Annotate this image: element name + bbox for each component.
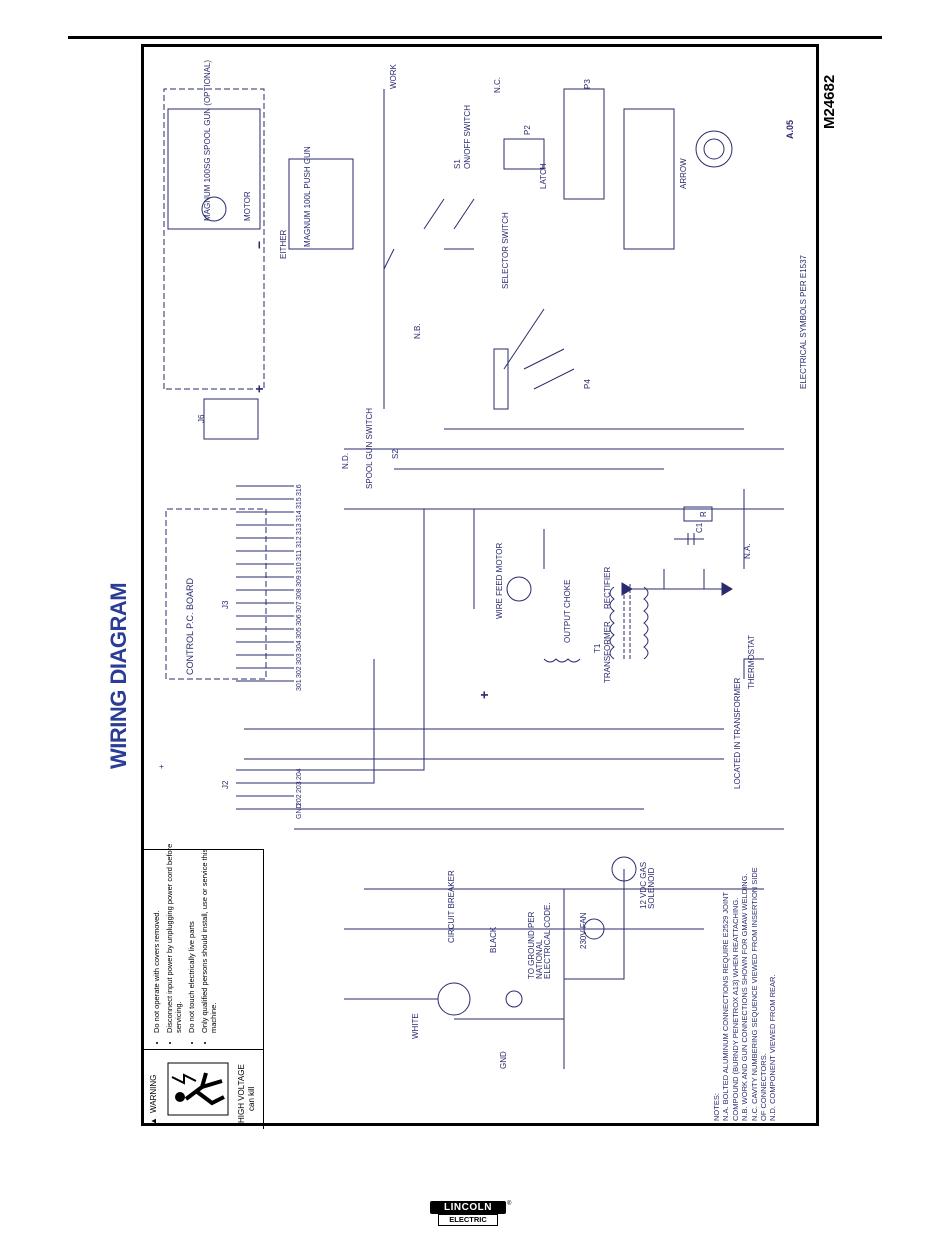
white-label: WHITE bbox=[411, 1013, 420, 1039]
electric-shock-icon bbox=[167, 1062, 229, 1116]
na-label: N.A. bbox=[743, 543, 752, 559]
control-board-label: CONTROL P.C. BOARD bbox=[185, 577, 195, 675]
logo-top: LINCOLN bbox=[430, 1201, 506, 1214]
wire-number: GND bbox=[296, 803, 303, 819]
note-line: NOTES: bbox=[712, 1093, 721, 1121]
p2-label: P2 bbox=[523, 125, 532, 135]
wire-number: 312 bbox=[296, 536, 303, 548]
schematic-lines: + + + − bbox=[157, 88, 784, 1069]
work-label: WORK bbox=[389, 64, 398, 89]
note-line: N.C. CAVITY NUMBERING SEQUENCE VIEWED FR… bbox=[749, 867, 759, 1121]
motor-label: MOTOR bbox=[243, 191, 252, 221]
p4-label: P4 bbox=[583, 379, 592, 389]
wire-number: 307 bbox=[296, 601, 303, 613]
lincoln-electric-logo: LINCOLN ELECTRIC ® bbox=[430, 1201, 512, 1229]
svg-text:+: + bbox=[251, 385, 267, 393]
wire-number: 301 bbox=[296, 679, 303, 691]
warning-box: ▲ WARNING HIGH VOLTAGE can kill Do not o… bbox=[144, 844, 264, 1129]
selector-switch-label: SELECTOR SWITCH bbox=[501, 212, 510, 289]
warning-header: ▲ WARNING HIGH VOLTAGE can kill bbox=[144, 1049, 264, 1129]
wire-number: 310 bbox=[296, 562, 303, 574]
fan-label: 230V FAN bbox=[579, 912, 588, 949]
ground-note: TO GROUND PER NATIONAL ELECTRICAL CODE. bbox=[527, 902, 552, 979]
logo-registered: ® bbox=[507, 1201, 512, 1207]
spool-gun-label: MAGNUM 100SG SPOOL GUN (OPTIONAL) bbox=[203, 59, 212, 221]
r-label: R bbox=[699, 511, 708, 517]
svg-text:+: + bbox=[476, 691, 492, 699]
svg-text:−: − bbox=[251, 241, 267, 249]
p3-label: P3 bbox=[583, 79, 592, 89]
wire-number: 314 bbox=[296, 510, 303, 522]
circuit-breaker-label: CIRCUIT BREAKER bbox=[447, 870, 456, 943]
wire-number: 316 bbox=[296, 484, 303, 496]
page-title: WIRING DIAGRAM bbox=[106, 582, 131, 769]
j3-pins bbox=[236, 485, 294, 682]
j6-label: J6 bbox=[197, 414, 206, 423]
latch-label: LATCH bbox=[539, 163, 548, 189]
j3-label: J3 bbox=[221, 600, 230, 609]
wire-number: 203 bbox=[296, 781, 303, 793]
note-line: N.A. BOLTED ALUMINUM CONNECTIONS REQUIRE… bbox=[721, 891, 731, 1121]
control-board-outline bbox=[165, 508, 267, 680]
black-label: BLACK bbox=[489, 926, 498, 953]
revision-label: A.05 bbox=[785, 119, 795, 139]
rectifier-label: RECTIFIER bbox=[603, 566, 612, 609]
wire-number: 308 bbox=[296, 588, 303, 600]
wire-number: 315 bbox=[296, 497, 303, 509]
gnd-label: GND bbox=[499, 1051, 508, 1069]
wire-number: 204 bbox=[296, 768, 303, 780]
symbols-label: ELECTRICAL SYMBOLS PER E1537 bbox=[799, 255, 808, 389]
transformer-label: TRANSFORMER bbox=[603, 621, 612, 683]
note-line: OF CONNECTORS. bbox=[758, 1053, 768, 1121]
wire-feed-motor-label: WIRE FEED MOTOR bbox=[495, 542, 504, 619]
note-line: COMPOUND (BURNDY PENETROX A13) WHEN REAT… bbox=[730, 897, 740, 1121]
t1-label: T1 bbox=[593, 643, 602, 653]
document-number: M24682 bbox=[821, 74, 838, 129]
wire-number: 304 bbox=[296, 640, 303, 652]
either-label: EITHER bbox=[279, 229, 288, 259]
diagram-frame: WIRING DIAGRAM M24682 ▲ WARNING HIGH VOL… bbox=[106, 44, 838, 1129]
nd-label: N.D. bbox=[341, 453, 350, 469]
s1-label: S1 bbox=[453, 159, 462, 169]
plus-symbol: + bbox=[157, 764, 166, 769]
wire-number: 306 bbox=[296, 614, 303, 626]
logo-bottom: ELECTRIC bbox=[438, 1214, 498, 1226]
on-off-switch-label: ON/OFF SWITCH bbox=[463, 105, 472, 169]
rotated-sheet: WIRING DIAGRAM M24682 ▲ WARNING HIGH VOL… bbox=[106, 47, 838, 1129]
notes-block: NOTES: N.A. BOLTED ALUMINUM CONNECTIONS … bbox=[712, 761, 778, 1121]
output-choke-label: OUTPUT CHOKE bbox=[563, 579, 572, 643]
push-gun-label: MAGNUM 100L PUSH GUN bbox=[303, 146, 312, 247]
s2-label: S2 bbox=[391, 449, 400, 459]
wire-number: 303 bbox=[296, 653, 303, 665]
wire-number: 302 bbox=[296, 666, 303, 678]
thermostat-label: THERMOSTAT bbox=[747, 635, 756, 689]
wire-number: 311 bbox=[296, 549, 303, 561]
solenoid-label: 12 VDC GAS SOLENOID bbox=[639, 861, 656, 909]
note-line: N.D. COMPONENT VIEWED FROM REAR. bbox=[768, 974, 778, 1121]
nc-label: N.C. bbox=[493, 77, 502, 93]
top-rule bbox=[68, 36, 882, 39]
nb-label: N.B. bbox=[413, 323, 422, 339]
j2-label: J2 bbox=[221, 780, 230, 789]
spool-gun-switch-label: SPOOL GUN SWITCH bbox=[365, 407, 374, 489]
c1-label: C1 bbox=[695, 522, 704, 533]
wire-number: 305 bbox=[296, 627, 303, 639]
wire-number: 309 bbox=[296, 575, 303, 587]
note-line: N.B. WORK AND GUN CONNECTIONS SHOWN FOR … bbox=[740, 873, 750, 1121]
arrow-label: ARROW bbox=[679, 158, 688, 189]
wire-number: 313 bbox=[296, 523, 303, 535]
